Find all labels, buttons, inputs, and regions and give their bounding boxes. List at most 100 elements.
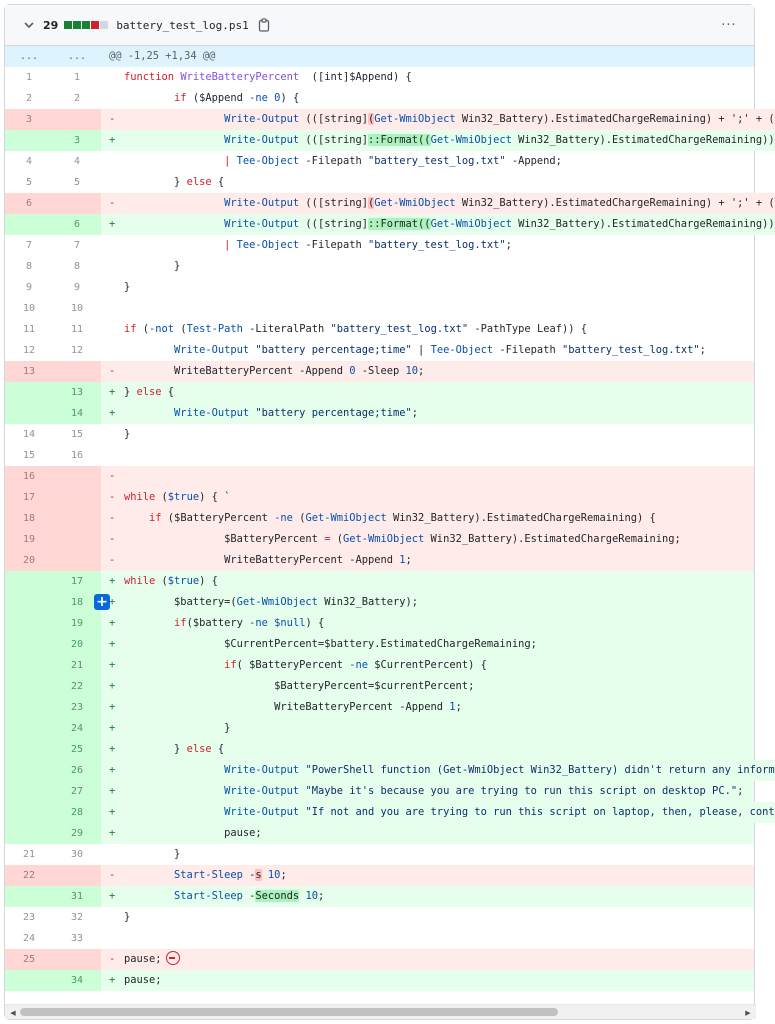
old-line-number[interactable] (5, 571, 53, 592)
old-line-number[interactable] (5, 886, 53, 907)
old-line-number[interactable]: 6 (5, 193, 53, 214)
old-line-number[interactable]: 17 (5, 487, 53, 508)
new-line-number[interactable]: 32 (53, 907, 101, 928)
scroll-right-icon[interactable]: ▶ (745, 1008, 751, 1017)
new-line-number[interactable] (53, 361, 101, 382)
old-line-number[interactable]: 10 (5, 298, 53, 319)
new-line-number[interactable]: 19 (53, 613, 101, 634)
new-line-number[interactable]: 25 (53, 739, 101, 760)
old-line-number[interactable]: 7 (5, 235, 53, 256)
old-line-number[interactable]: 11 (5, 319, 53, 340)
new-line-number[interactable]: 6 (53, 214, 101, 235)
new-line-number[interactable]: 13 (53, 382, 101, 403)
old-line-number[interactable] (5, 718, 53, 739)
new-line-number[interactable]: 21 (53, 655, 101, 676)
new-line-number[interactable]: 28 (53, 802, 101, 823)
new-line-number[interactable] (53, 487, 101, 508)
new-line-number[interactable]: 23 (53, 697, 101, 718)
old-line-number[interactable]: 1 (5, 67, 53, 88)
old-line-number[interactable]: 19 (5, 529, 53, 550)
old-line-number[interactable]: 18 (5, 508, 53, 529)
old-line-number[interactable] (5, 802, 53, 823)
old-line-number[interactable] (5, 634, 53, 655)
new-line-number[interactable] (53, 508, 101, 529)
old-line-number[interactable] (5, 697, 53, 718)
old-line-number[interactable]: 9 (5, 277, 53, 298)
old-line-number[interactable]: 2 (5, 88, 53, 109)
new-line-number[interactable]: 31 (53, 886, 101, 907)
old-line-number[interactable]: 14 (5, 424, 53, 445)
old-line-number[interactable] (5, 781, 53, 802)
old-line-number[interactable] (5, 382, 53, 403)
old-line-number[interactable]: 5 (5, 172, 53, 193)
old-line-number[interactable] (5, 130, 53, 151)
old-line-number[interactable]: 15 (5, 445, 53, 466)
new-line-number[interactable]: 2 (53, 88, 101, 109)
new-line-number[interactable] (53, 109, 101, 130)
old-line-number[interactable] (5, 970, 53, 991)
expand-down-button[interactable]: ... (53, 46, 101, 67)
new-line-number[interactable]: 12 (53, 340, 101, 361)
new-line-number[interactable] (53, 865, 101, 886)
scrollbar-thumb[interactable] (20, 1008, 558, 1016)
new-line-number[interactable]: 17 (53, 571, 101, 592)
chevron-down-icon[interactable] (21, 17, 37, 33)
old-line-number[interactable] (5, 655, 53, 676)
expand-up-button[interactable]: ... (5, 46, 53, 67)
old-line-number[interactable] (5, 739, 53, 760)
add-comment-button[interactable]: + (94, 594, 110, 610)
new-line-number[interactable] (53, 193, 101, 214)
new-line-number[interactable]: 18 (53, 592, 101, 613)
new-line-number[interactable]: 4 (53, 151, 101, 172)
new-line-number[interactable] (53, 550, 101, 571)
diff-marker: - (109, 197, 116, 209)
new-line-number[interactable]: 1 (53, 67, 101, 88)
new-line-number[interactable]: 27 (53, 781, 101, 802)
file-name[interactable]: battery_test_log.ps1 (116, 18, 249, 32)
new-line-number[interactable]: 9 (53, 277, 101, 298)
new-line-number[interactable]: 14 (53, 403, 101, 424)
copy-icon[interactable] (257, 17, 271, 33)
old-line-number[interactable] (5, 214, 53, 235)
new-line-number[interactable]: 5 (53, 172, 101, 193)
old-line-number[interactable] (5, 823, 53, 844)
old-line-number[interactable]: 13 (5, 361, 53, 382)
old-line-number[interactable]: 25 (5, 949, 53, 970)
old-line-number[interactable]: 4 (5, 151, 53, 172)
new-line-number[interactable]: 20 (53, 634, 101, 655)
new-line-number[interactable] (53, 529, 101, 550)
old-line-number[interactable]: 23 (5, 907, 53, 928)
new-line-number[interactable]: 15 (53, 424, 101, 445)
new-line-number[interactable]: 34 (53, 970, 101, 991)
new-line-number[interactable]: 10 (53, 298, 101, 319)
old-line-number[interactable] (5, 760, 53, 781)
new-line-number[interactable]: 24 (53, 718, 101, 739)
old-line-number[interactable]: 20 (5, 550, 53, 571)
old-line-number[interactable] (5, 676, 53, 697)
new-line-number[interactable]: 3 (53, 130, 101, 151)
new-line-number[interactable]: 7 (53, 235, 101, 256)
old-line-number[interactable]: 8 (5, 256, 53, 277)
new-line-number[interactable]: 29 (53, 823, 101, 844)
new-line-number[interactable]: 22 (53, 676, 101, 697)
new-line-number[interactable]: 33 (53, 928, 101, 949)
old-line-number[interactable] (5, 613, 53, 634)
old-line-number[interactable]: 22 (5, 865, 53, 886)
more-options-button[interactable]: ··· (721, 17, 737, 33)
new-line-number[interactable] (53, 466, 101, 487)
new-line-number[interactable] (53, 949, 101, 970)
old-line-number[interactable]: 16 (5, 466, 53, 487)
new-line-number[interactable]: 16 (53, 445, 101, 466)
old-line-number[interactable]: 24 (5, 928, 53, 949)
horizontal-scrollbar[interactable]: ◀ ▶ (5, 1004, 756, 1019)
new-line-number[interactable]: 26 (53, 760, 101, 781)
old-line-number[interactable] (5, 592, 53, 613)
new-line-number[interactable]: 11 (53, 319, 101, 340)
scroll-left-icon[interactable]: ◀ (10, 1008, 16, 1017)
old-line-number[interactable] (5, 403, 53, 424)
new-line-number[interactable]: 30 (53, 844, 101, 865)
old-line-number[interactable]: 12 (5, 340, 53, 361)
new-line-number[interactable]: 8 (53, 256, 101, 277)
old-line-number[interactable]: 3 (5, 109, 53, 130)
old-line-number[interactable]: 21 (5, 844, 53, 865)
